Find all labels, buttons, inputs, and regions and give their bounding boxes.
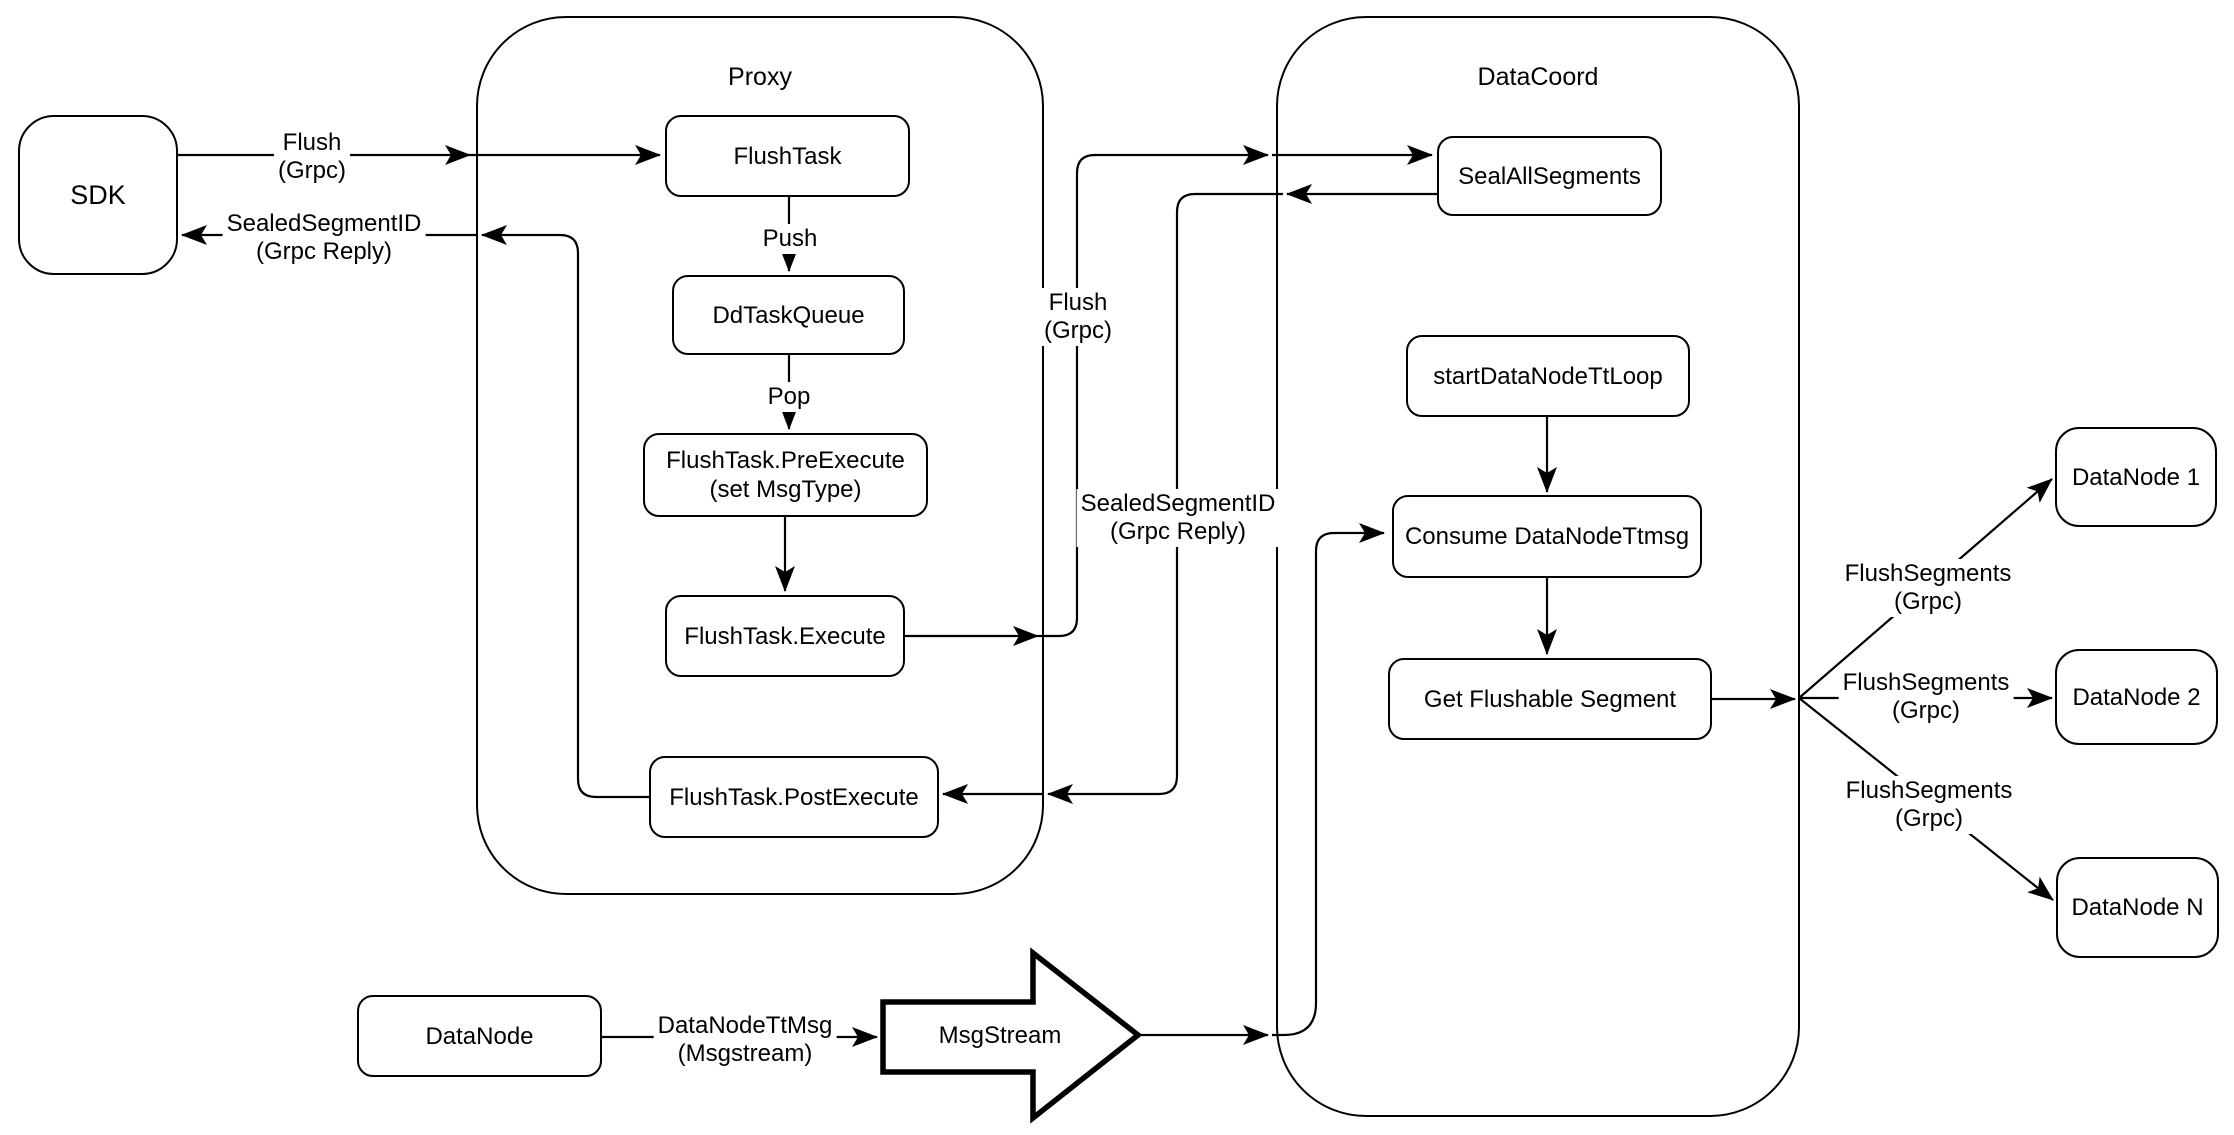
flushtask-preexecute-node: FlushTask.PreExecute (set MsgType) (643, 433, 928, 517)
flush-grpc-sdk-label-line1: Flush (282, 129, 342, 156)
getflushable-node-label: Get Flushable Segment (1423, 685, 1677, 713)
sealedsegmentid-sdk-label: SealedSegmentID (Grpc Reply) (222, 209, 426, 267)
flushtask-postexecute-node: FlushTask.PostExecute (649, 756, 939, 838)
flush-grpc-datacoord-label-line1: Flush (1048, 289, 1108, 316)
datanoden-node-label: DataNode N (2071, 894, 2204, 921)
sealallsegments-node-label: SealAllSegments (1458, 162, 1641, 190)
proxy-container (476, 16, 1044, 895)
sdk-node-label: SDK (70, 179, 126, 210)
flushsegments-1-label: FlushSegments (Grpc) (1840, 559, 2016, 617)
flushsegments-3-label-line2: (Grpc) (1895, 805, 1963, 832)
datanode2-node-label: DataNode 2 (2072, 683, 2201, 711)
startdatanodettloop-node: startDataNodeTtLoop (1406, 335, 1690, 417)
datanode-node: DataNode (357, 995, 602, 1077)
proxy-container-title: Proxy (728, 63, 792, 91)
flushsegments-2-label: FlushSegments (Grpc) (1838, 668, 2014, 726)
flush-grpc-datacoord-label-line2: (Grpc) (1044, 317, 1112, 344)
datanode2-node: DataNode 2 (2055, 649, 2218, 745)
pop-label: Pop (763, 382, 815, 412)
edge-postexecute-to-proxyborder (481, 225, 649, 799)
edge-proxyborder-to-datacoord (1038, 145, 1269, 638)
flush-grpc-sdk-label-line2: (Grpc) (278, 157, 346, 184)
flushsegments-2-label-line2: (Grpc) (1892, 697, 1960, 724)
flushsegments-2-label-line1: FlushSegments (1842, 669, 2010, 696)
postexecute-node-label: FlushTask.PostExecute (669, 783, 919, 811)
sealedsegmentid-reply-label-line1: SealedSegmentID (1080, 490, 1276, 517)
flushsegments-1-label-line1: FlushSegments (1844, 560, 2012, 587)
flush-grpc-datacoord-label: Flush (Grpc) (1040, 288, 1116, 346)
sealedsegmentid-sdk-label-line1: SealedSegmentID (226, 210, 422, 237)
flushtask-node-label: FlushTask (733, 142, 842, 170)
datanodettmsg-label: DataNodeTtMsg (Msgstream) (653, 1011, 837, 1069)
startdatanodettloop-node-label: startDataNodeTtLoop (1433, 362, 1663, 390)
consume-datanodettmsg-node: Consume DataNodeTtmsg (1392, 495, 1702, 578)
flushtask-node: FlushTask (665, 115, 910, 197)
msgstream-arrow-shape (880, 947, 1143, 1124)
sealedsegmentid-sdk-label-line2: (Grpc Reply) (255, 238, 393, 265)
datanode1-node-label: DataNode 1 (2071, 463, 2201, 491)
datanoden-node: DataNode N (2056, 857, 2219, 958)
ddtaskqueue-node-label: DdTaskQueue (712, 301, 865, 329)
sealedsegmentid-reply-label: SealedSegmentID (Grpc Reply) (1076, 489, 1280, 547)
preexecute-node-line2: (set MsgType) (709, 476, 862, 503)
edge-datacoordborder-to-consume (1272, 523, 1385, 1037)
datanodettmsg-label-line1: DataNodeTtMsg (657, 1012, 833, 1039)
push-label: Push (758, 224, 822, 254)
consume-node-label: Consume DataNodeTtmsg (1404, 523, 1690, 550)
flushtask-execute-node: FlushTask.Execute (665, 595, 905, 677)
flushsegments-3-label: FlushSegments (Grpc) (1841, 776, 2017, 834)
datanodettmsg-label-line2: (Msgstream) (677, 1040, 813, 1067)
preexecute-node-line1: FlushTask.PreExecute (666, 447, 905, 474)
datanode1-node: DataNode 1 (2055, 427, 2217, 527)
ddtaskqueue-node: DdTaskQueue (672, 275, 905, 355)
flush-grpc-sdk-label: Flush (Grpc) (274, 128, 350, 186)
execute-node-label: FlushTask.Execute (684, 622, 886, 650)
datanode-node-label: DataNode (425, 1022, 534, 1050)
get-flushable-segment-node: Get Flushable Segment (1388, 658, 1712, 740)
sealallsegments-node: SealAllSegments (1437, 136, 1662, 216)
sealedsegmentid-reply-label-line2: (Grpc Reply) (1109, 518, 1247, 545)
datacoord-container (1276, 16, 1800, 1117)
flushsegments-1-label-line2: (Grpc) (1894, 588, 1962, 615)
sdk-node: SDK (18, 115, 178, 275)
datacoord-container-title: DataCoord (1477, 63, 1599, 91)
flushsegments-3-label-line1: FlushSegments (1845, 777, 2013, 804)
msgstream-label: MsgStream (938, 1022, 1062, 1049)
